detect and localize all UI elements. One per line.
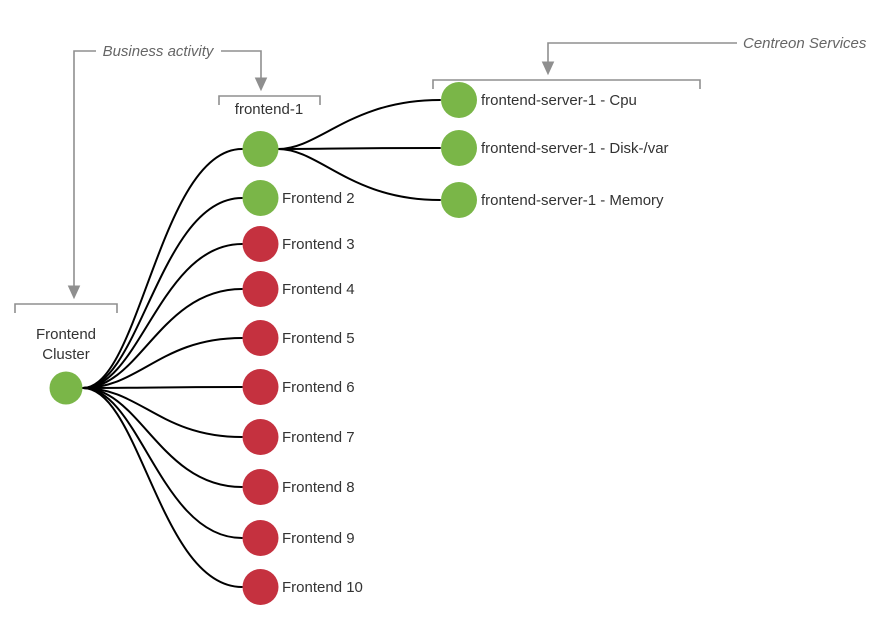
- node-label-frontend-10: Frontend 10: [282, 579, 363, 596]
- node-frontend-9: [242, 520, 279, 556]
- node-label-frontend-5: Frontend 5: [282, 330, 355, 347]
- edge-frontend1-to-disk: [277, 147, 441, 150]
- frontend1-group-label: frontend-1: [235, 101, 303, 118]
- arrowhead-to-frontend1-bracket: [254, 77, 268, 92]
- edge-cluster-to-frontend-8: [82, 387, 243, 488]
- node-service-memory: [441, 182, 477, 218]
- edge-cluster-to-frontend-6: [82, 386, 243, 389]
- annotation-lines: [14, 42, 737, 313]
- edge-frontend1-to-memory: [277, 148, 441, 201]
- edge-cluster-to-frontend-2: [82, 197, 243, 389]
- frontend1-bracket: [218, 95, 321, 105]
- node-frontend-1: [242, 131, 279, 167]
- node-service-disk: [441, 130, 477, 166]
- centreon-services-connector: [547, 42, 737, 62]
- edge-cluster-to-frontend-4: [82, 288, 243, 389]
- services-bracket: [432, 79, 701, 89]
- node-label-frontend-2: Frontend 2: [282, 190, 355, 207]
- service-label-disk: frontend-server-1 - Disk-/var: [481, 140, 669, 157]
- node-label-frontend-3: Frontend 3: [282, 236, 355, 253]
- service-label-cpu: frontend-server-1 - Cpu: [481, 92, 637, 109]
- cluster-bracket: [14, 303, 118, 313]
- service-label-memory: frontend-server-1 - Memory: [481, 192, 664, 209]
- node-label-frontend-7: Frontend 7: [282, 429, 355, 446]
- edge-cluster-to-frontend-5: [82, 337, 243, 389]
- edge-cluster-to-frontend-10: [82, 387, 243, 588]
- business-activity-label: Business activity: [103, 43, 215, 60]
- node-label-frontend-9: Frontend 9: [282, 530, 355, 547]
- arrowhead-to-services-bracket: [541, 61, 555, 76]
- edge-cluster-to-frontend-7: [82, 387, 243, 438]
- node-frontend-8: [242, 469, 279, 505]
- tree-edges: [82, 99, 441, 588]
- business-activity-connector-left: [73, 50, 96, 288]
- edge-cluster-to-frontend-9: [82, 387, 243, 539]
- node-label-frontend-6: Frontend 6: [282, 379, 355, 396]
- node-label-frontend-8: Frontend 8: [282, 479, 355, 496]
- cluster-label-line2: Cluster: [42, 346, 90, 363]
- node-frontend-2: [242, 180, 279, 216]
- edge-frontend1-to-cpu: [277, 99, 441, 150]
- node-frontend-4: [242, 271, 279, 307]
- cluster-label-line1: Frontend: [36, 326, 96, 343]
- node-frontend-3: [242, 226, 279, 262]
- node-service-cpu: [441, 82, 477, 118]
- node-frontend-cluster: [49, 371, 83, 405]
- edge-cluster-to-frontend-1: [82, 148, 243, 389]
- edge-cluster-to-frontend-3: [82, 243, 243, 389]
- node-frontend-5: [242, 320, 279, 356]
- node-frontend-7: [242, 419, 279, 455]
- node-label-frontend-4: Frontend 4: [282, 281, 355, 298]
- node-frontend-6: [242, 369, 279, 405]
- business-activity-connector-right: [221, 50, 262, 80]
- centreon-services-label: Centreon Services: [743, 35, 867, 52]
- node-frontend-10: [242, 569, 279, 605]
- arrowhead-to-cluster-bracket: [67, 285, 81, 300]
